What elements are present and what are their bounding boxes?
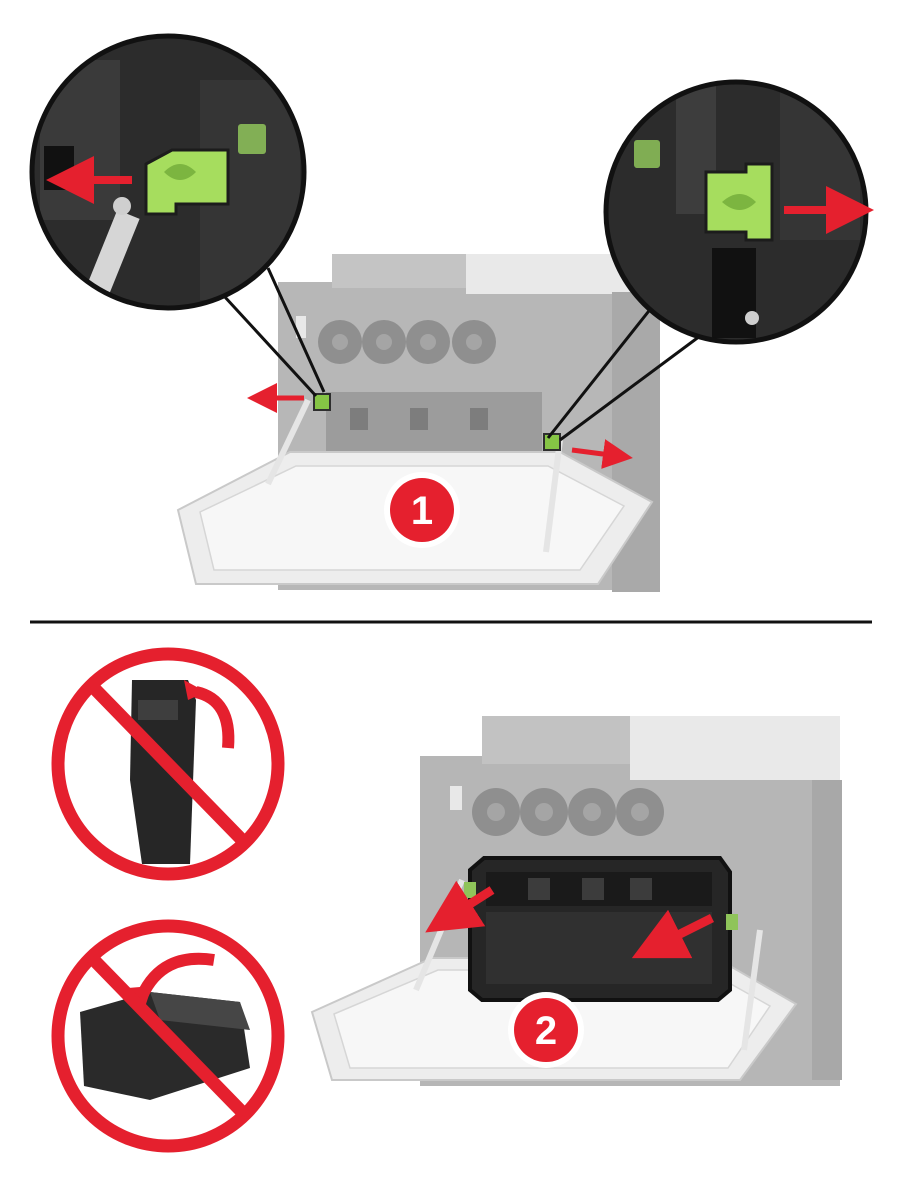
- step2-number: 2: [535, 1009, 557, 1053]
- left-zoom-detail: [29, 33, 307, 311]
- prohibition-icon: [51, 647, 285, 881]
- prohibition-tip: [51, 919, 285, 1153]
- remove-arrow-icon: [425, 880, 495, 933]
- right-latch-arrow-icon: [571, 439, 633, 469]
- step1-number: 1: [411, 489, 433, 533]
- callout-lines: [222, 267, 701, 442]
- right-latch: [543, 433, 561, 451]
- step2-badge: 2: [508, 992, 584, 1068]
- prohibition-icon: [51, 919, 285, 1153]
- prohibition-rotate: [51, 647, 285, 881]
- remove-arrow-icon: [631, 909, 715, 959]
- hand-icon: [238, 124, 266, 154]
- step1-badge: 1: [384, 472, 460, 548]
- hand-icon: [634, 140, 660, 168]
- left-latch: [313, 393, 331, 411]
- right-zoom-detail: [603, 79, 874, 345]
